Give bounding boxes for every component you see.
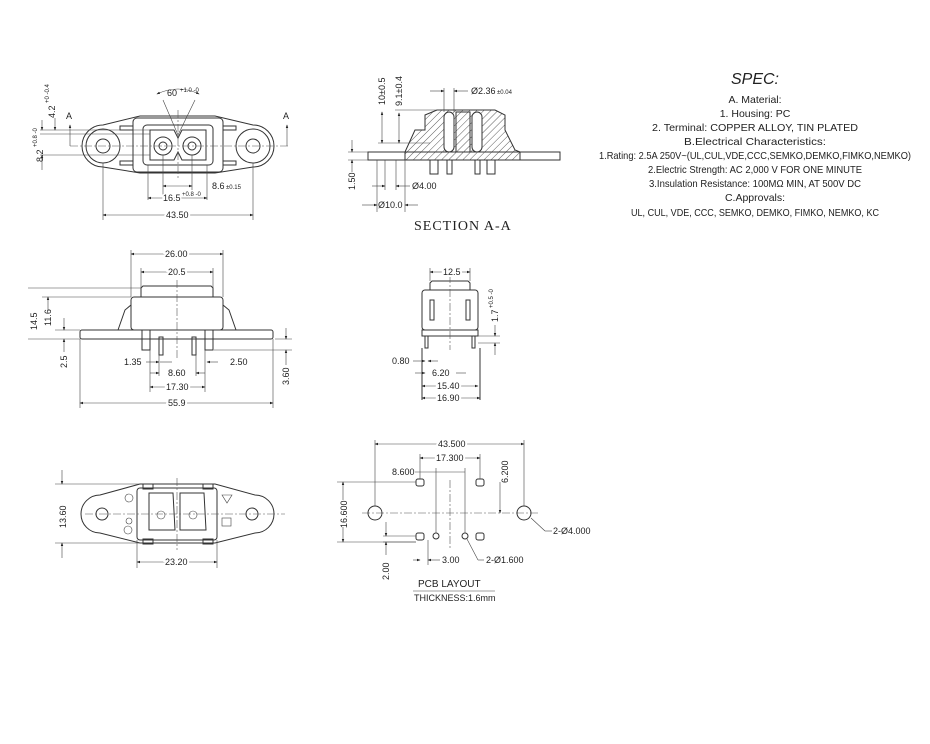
dim-dia-2-36-tol: ±0.04 (497, 90, 513, 96)
section-mark-right: A (283, 111, 289, 121)
dim-4-2: 4.2 (47, 105, 57, 118)
dim-2-5: 2.5 (59, 355, 69, 368)
dim-1-35: 1.35 (124, 357, 142, 367)
dim-6-20: 6.20 (432, 368, 450, 378)
dim-14-5: 14.5 (29, 312, 39, 330)
dim-1-7-tol: +0.5 -0 (489, 288, 495, 308)
dim-43-50: 43.50 (166, 210, 189, 220)
spec-line: UL, CUL, VDE, CCC, SEMKO, DEMKO, FIMKO, … (631, 207, 879, 219)
bottom-view: 13.60 23.20 (55, 470, 285, 569)
dim-dia-4: Ø4.00 (412, 181, 437, 191)
spec-line: 1.Rating: 2.5A 250V~(UL,CUL,VDE,CCC,SEMK… (599, 150, 911, 162)
section-title: SECTION A-A (414, 219, 512, 234)
dim-3-00: 3.00 (442, 555, 460, 565)
pcb-layout: 43.500 17.300 8.600 6.200 16.600 2-Ø4.00… (337, 437, 591, 603)
section-mark-left: A (66, 111, 72, 121)
spec-line: 3.Insulation Resistance: 100MΩ MIN, AT 5… (649, 178, 861, 190)
dim-8-60: 8.60 (168, 368, 186, 378)
spec-line: A. Material: (728, 94, 781, 106)
dim-13-60: 13.60 (58, 505, 68, 528)
top-view: A A 60 +1.0 -0 4.2 +0 -0.4 8.2 +0.8 -0 8… (33, 83, 290, 222)
dim-4-2-tol: +0 -0.4 (45, 83, 51, 103)
dim-6-200: 6.200 (500, 460, 510, 483)
angle-dim: 60 (167, 88, 177, 98)
dim-17-30: 17.30 (166, 382, 189, 392)
dim-10: 10±0.5 (377, 78, 387, 105)
angle-tol: +1.0 -0 (180, 88, 200, 94)
dim-3-60: 3.60 (281, 367, 291, 385)
spec-line: 2. Terminal: COPPER ALLOY, TIN PLATED (652, 122, 858, 134)
dim-23-20: 23.20 (165, 557, 188, 567)
dim-8-2-tol: +0.8 -0 (33, 127, 39, 147)
dim-43-500: 43.500 (438, 439, 466, 449)
dim-8-6-tol: ±0.15 (226, 185, 242, 191)
dim-55-9: 55.9 (168, 398, 186, 408)
side-view: 12.5 1.7 +0.5 -0 0.80 6.20 15.40 16.90 (392, 265, 500, 405)
spec-block: SPEC: A. Material: 1. Housing: PC 2. Ter… (599, 71, 911, 219)
spec-line: B.Electrical Characteristics: (684, 136, 826, 148)
dim-17-300: 17.300 (436, 453, 464, 463)
spec-line: 2.Electric Strength: AC 2,000 V FOR ONE … (648, 164, 862, 176)
spec-title: SPEC: (731, 71, 779, 88)
dim-26: 26.00 (165, 249, 188, 259)
dim-16-90: 16.90 (437, 393, 460, 403)
hole-small-callout: 2-Ø1.600 (486, 555, 524, 565)
section-view: 10±0.5 9.1±0.4 Ø2.36 ±0.04 1.50 Ø4.00 Ø1… (347, 76, 561, 234)
dim-16-5-tol: +0.8 -0 (182, 192, 202, 198)
dim-8-600: 8.600 (392, 467, 415, 477)
pcb-layout-title: PCB LAYOUT (418, 579, 481, 590)
dim-8-6: 8.6 (212, 181, 225, 191)
dim-0-80: 0.80 (392, 356, 410, 366)
hole-big-callout: 2-Ø4.000 (553, 526, 591, 536)
spec-line: C.Approvals: (725, 192, 785, 204)
dim-9-1: 9.1±0.4 (394, 76, 404, 106)
dim-dia-10: Ø10.0 (378, 200, 403, 210)
dim-dia-2-36: Ø2.36 (471, 86, 496, 96)
dim-2-00: 2.00 (381, 562, 391, 580)
dim-8-2: 8.2 (35, 149, 45, 162)
dim-1-50: 1.50 (347, 172, 357, 190)
dim-12-5: 12.5 (443, 267, 461, 277)
front-view: 26.00 20.5 14.5 11.6 2.5 1.35 8.60 2.50 … (28, 247, 292, 410)
dim-2-50: 2.50 (230, 357, 248, 367)
dim-1-7: 1.7 (490, 309, 500, 322)
dim-20-5: 20.5 (168, 267, 186, 277)
dim-15-40: 15.40 (437, 381, 460, 391)
pcb-thickness: THICKNESS:1.6mm (414, 593, 496, 603)
dim-16-600: 16.600 (339, 500, 349, 528)
dim-11-6: 11.6 (43, 309, 53, 326)
dim-16-5: 16.5 (163, 193, 181, 203)
spec-line: 1. Housing: PC (720, 108, 791, 120)
